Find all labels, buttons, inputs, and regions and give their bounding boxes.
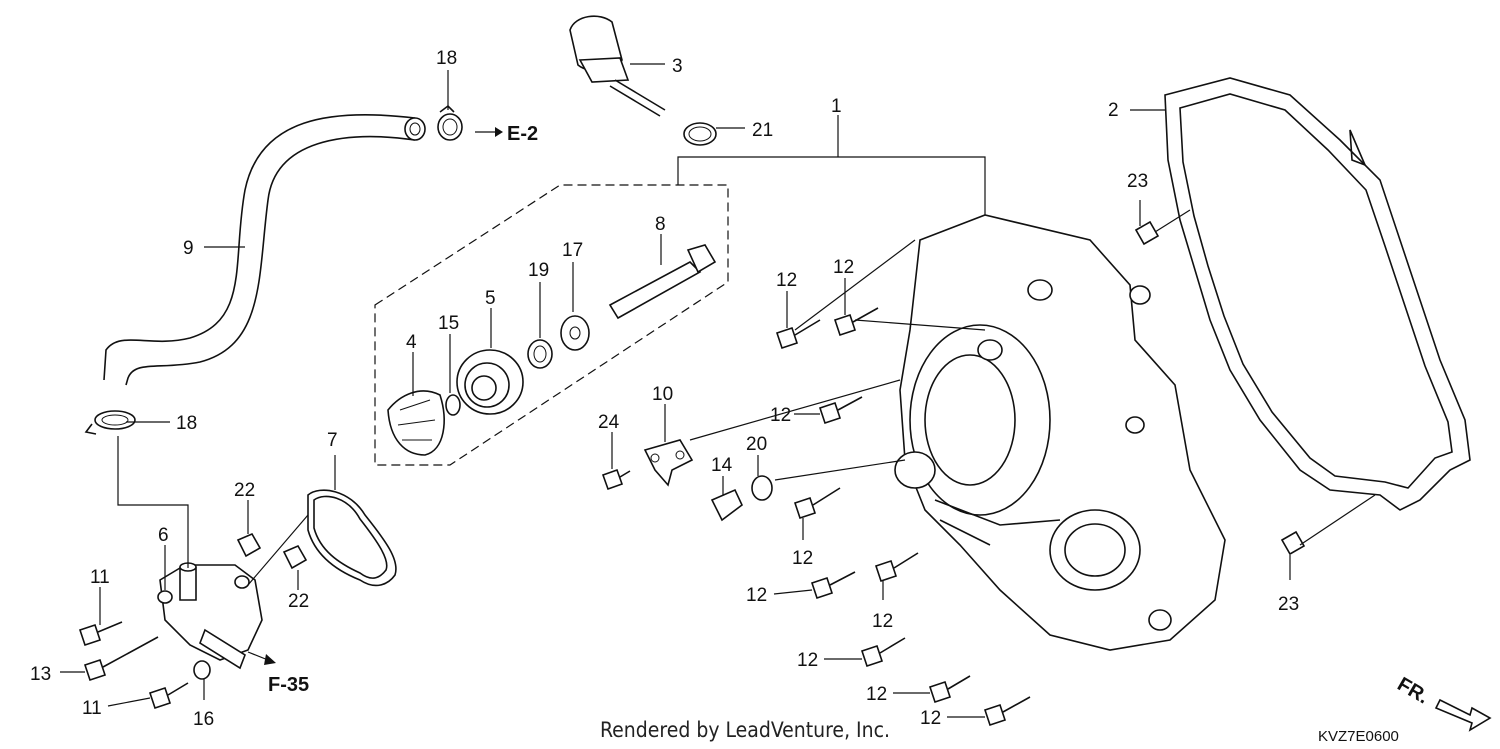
dowel-pin-upper[interactable] (1134, 220, 1160, 246)
hose-clamp-lower[interactable] (84, 410, 136, 435)
callout-10: 10 (652, 384, 673, 405)
cover-gasket[interactable] (1164, 77, 1471, 511)
drain-plug-14[interactable] (710, 488, 743, 522)
callout-1: 1 (831, 96, 842, 117)
callout-2: 2 (1108, 100, 1119, 121)
reference-e2[interactable]: E-2 (507, 123, 538, 145)
arrow-e2 (475, 127, 503, 137)
bolt-12-7[interactable] (860, 637, 906, 668)
washer-16[interactable] (193, 660, 211, 680)
water-pump-impeller[interactable] (387, 390, 445, 456)
callout-16: 16 (193, 709, 214, 730)
oil-filler-cap[interactable] (569, 15, 666, 117)
callout-12-2: 12 (833, 257, 854, 278)
callout-11-upper: 11 (90, 567, 110, 588)
water-pump-cover[interactable] (157, 562, 263, 670)
callout-3: 3 (672, 56, 683, 77)
callout-24: 24 (598, 412, 620, 433)
callout-12-6: 12 (872, 611, 893, 632)
dowel-pin-22-b[interactable] (282, 544, 308, 570)
washer-15[interactable] (445, 394, 461, 416)
reference-f35[interactable]: F-35 (268, 674, 309, 696)
callout-12-4: 12 (792, 548, 813, 569)
dowel-pin-22-a[interactable] (236, 532, 262, 558)
callout-11-lower: 11 (82, 698, 102, 719)
callout-5: 5 (485, 288, 496, 309)
callout-20: 20 (746, 434, 767, 455)
callout-21: 21 (752, 120, 773, 141)
dowel-pin-lower[interactable] (1280, 530, 1306, 556)
leader-lines (60, 63, 1376, 718)
o-ring-21[interactable] (683, 122, 717, 146)
oil-seal-19[interactable] (527, 339, 553, 369)
bolt-11-upper[interactable] (78, 621, 123, 647)
bracket-10[interactable] (643, 439, 694, 487)
arrow-f35 (247, 651, 276, 665)
callout-12-9: 12 (920, 708, 941, 729)
bolt-12-3[interactable] (818, 396, 863, 425)
callout-18-upper: 18 (436, 48, 457, 69)
callout-19: 19 (528, 260, 549, 281)
water-pump-shaft[interactable] (608, 244, 717, 320)
mechanical-seal[interactable] (456, 349, 524, 415)
bolt-12-4[interactable] (793, 487, 841, 520)
callout-13: 13 (30, 664, 51, 685)
callout-22-b: 22 (288, 591, 309, 612)
callout-4: 4 (406, 332, 417, 353)
water-hose[interactable] (103, 113, 426, 386)
bolt-11-lower[interactable] (148, 682, 189, 710)
callout-9: 9 (183, 238, 194, 259)
right-crankcase-cover[interactable] (894, 214, 1226, 651)
callout-18-lower: 18 (176, 413, 197, 434)
callout-8: 8 (655, 214, 666, 235)
water-pump-gasket[interactable] (307, 489, 397, 587)
bolt-24[interactable] (601, 468, 631, 491)
callout-7: 7 (327, 430, 338, 451)
callout-12-7: 12 (797, 650, 818, 671)
hose-clamp-upper[interactable] (437, 104, 463, 141)
bolt-12-8[interactable] (928, 675, 971, 704)
diagram-code: KVZ7E0600 (1318, 728, 1399, 745)
front-direction-label: FR. (1394, 673, 1433, 708)
callout-12-8: 12 (866, 684, 887, 705)
credit-text: Rendered by LeadVenture, Inc. (600, 718, 890, 742)
callout-12-1: 12 (776, 270, 797, 291)
bolt-13[interactable] (83, 636, 159, 682)
washer-17[interactable] (560, 315, 590, 351)
callout-14: 14 (711, 455, 733, 476)
callout-22-a: 22 (234, 480, 255, 501)
callout-23-upper: 23 (1127, 171, 1148, 192)
bolt-12-9[interactable] (983, 696, 1031, 727)
callout-6: 6 (158, 525, 169, 546)
callout-12-3: 12 (770, 405, 791, 426)
callout-12-5: 12 (746, 585, 767, 606)
callout-23-lower: 23 (1278, 594, 1299, 615)
callout-17: 17 (562, 240, 583, 261)
bolt-12-5[interactable] (810, 571, 856, 600)
callout-15: 15 (438, 313, 459, 334)
bolt-12-1[interactable] (775, 319, 821, 350)
bolt-12-6[interactable] (874, 552, 919, 583)
front-direction-arrow: FR. (1394, 673, 1492, 732)
o-ring-20[interactable] (751, 475, 773, 501)
